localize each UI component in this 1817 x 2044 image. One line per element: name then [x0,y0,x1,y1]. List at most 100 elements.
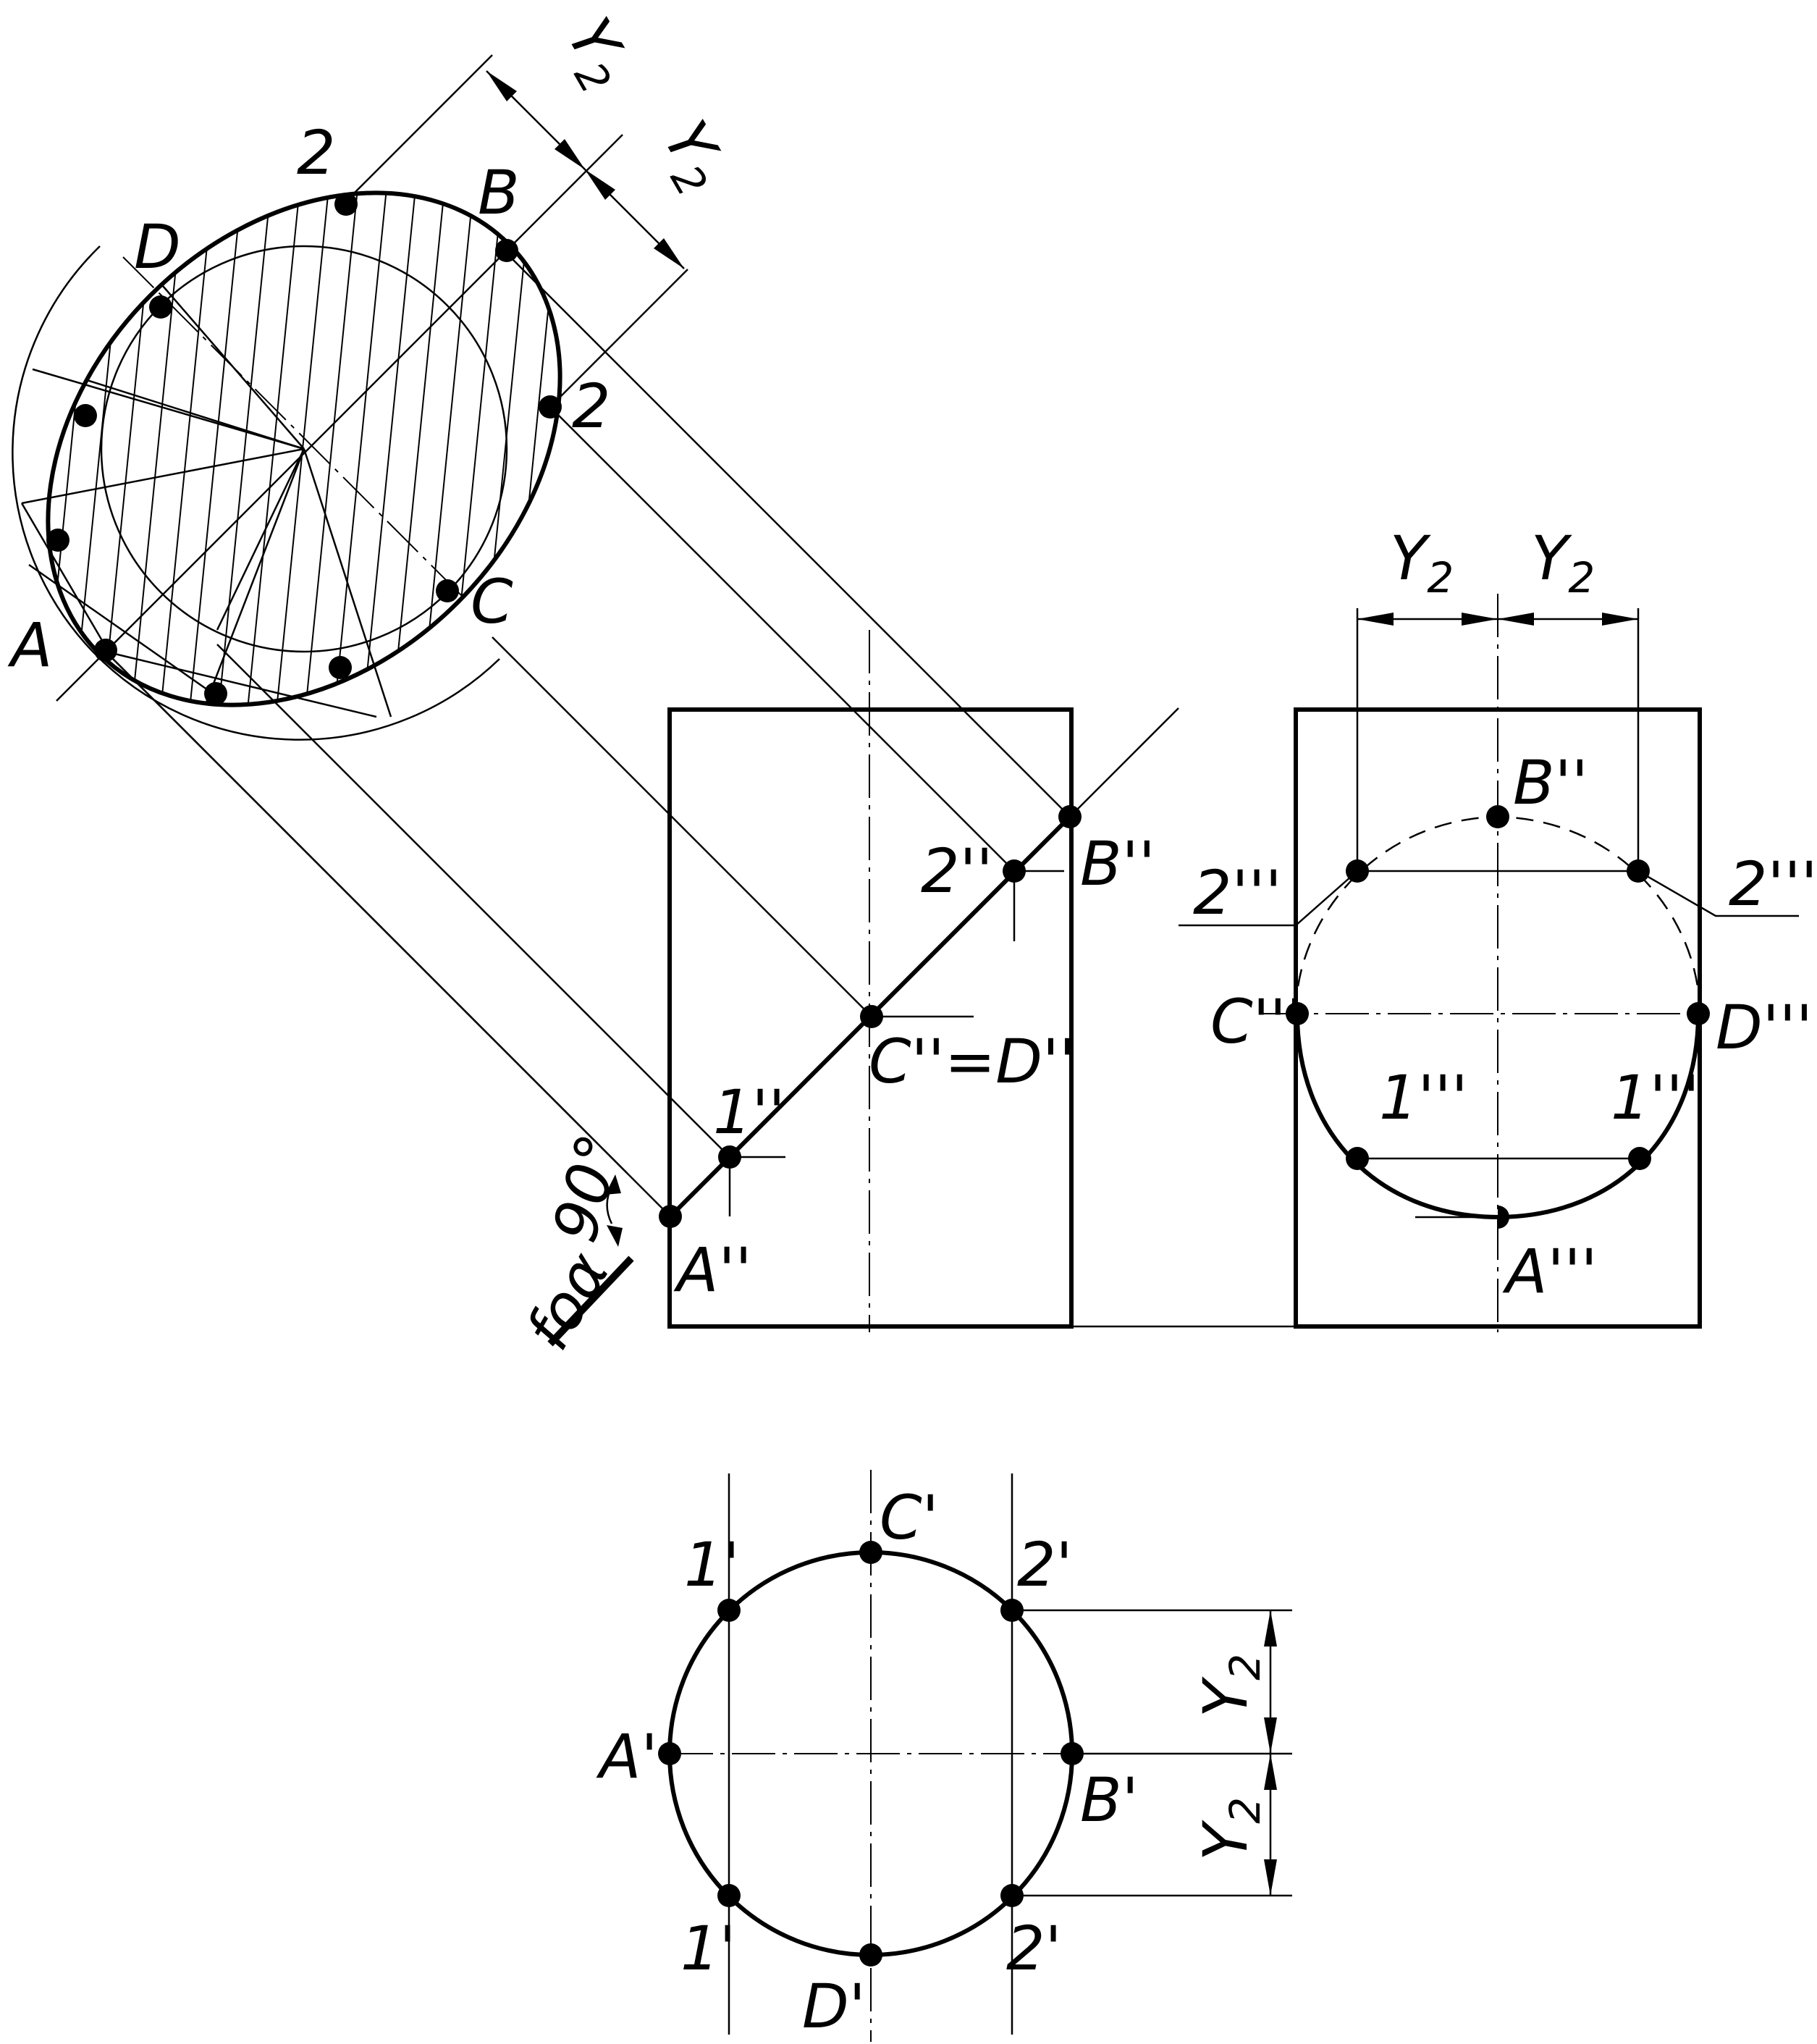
projection-line-2 [549,406,1015,872]
top-dim-y-upper: Y2 [1190,1654,1270,1717]
side-label-d: D''' [1716,992,1813,1063]
top-dim-y-lower: Y2 [1190,1797,1270,1861]
nat-label-d: D [134,211,181,282]
nat-dim-arrow-4 [654,238,684,269]
nat-point-a [94,639,117,662]
side-label-2-left: 2''' [1193,857,1282,928]
side-point-2-right [1627,859,1650,883]
nat-dim-y-lower: Y2 [642,109,743,204]
construction-line-ab [105,650,377,718]
side-point-a [1498,1206,1509,1229]
top-point-d [859,1943,882,1967]
nat-point-left-2 [46,529,69,552]
nat-point-d [149,295,172,319]
top-label-2-upper: 2' [1017,1529,1073,1600]
side-point-b [1486,805,1509,828]
section-hatching [0,144,594,725]
nat-point-c [436,579,459,602]
top-label-a: A' [596,1721,658,1792]
top-dim-arrow-2 [1264,1717,1277,1754]
leader-2-right [1637,870,1799,917]
side-dim-y-left: Y2 [1390,523,1454,602]
nat-point-left-1 [74,404,97,427]
front-view: B'' 2'' C''=D'' 1'' A'' [659,630,1296,1332]
side-point-1-right [1628,1147,1651,1170]
construction-arc [12,245,500,741]
side-point-d [1687,1002,1710,1025]
top-label-1-upper: 1' [684,1529,740,1600]
top-label-c: C' [880,1482,939,1553]
side-point-2-left [1346,859,1369,883]
front-label-b: B'' [1080,828,1155,899]
top-dim-arrow-3 [1264,1754,1277,1790]
nat-label-a: A [7,610,52,681]
nat-dim-y-upper: Y2 [546,7,646,101]
projection-line-1 [216,644,730,1158]
nat-dim-arrow-1 [486,71,517,101]
construction-line-a [20,502,110,652]
nat-point-bottom-1 [204,682,227,705]
nat-dim-ext-3 [549,269,688,408]
projection-line-a2 [105,651,628,1174]
top-label-b: B' [1080,1765,1139,1835]
nat-dim-arrow-2 [555,139,585,169]
top-point-2-lower [1000,1884,1024,1907]
nat-label-b: B [478,157,520,228]
construction-circle [100,245,508,653]
side-dim-arrow-3 [1498,613,1534,626]
section-major-axis [56,250,507,702]
top-label-2-lower: 2' [1006,1913,1062,1984]
nat-dim-ext-2 [506,134,623,251]
side-label-a: A''' [1502,1236,1598,1307]
nat-point-bottom-2 [329,656,352,679]
side-label-1-right: 1''' [1611,1062,1700,1133]
top-point-b [1061,1742,1084,1765]
top-label-d: D' [802,1971,866,2042]
front-label-a: A'' [673,1235,752,1305]
nat-point-b [495,239,518,262]
front-label-2: 2'' [921,836,993,907]
front-label-cd: C''=D'' [869,1026,1076,1097]
nat-point-2-right [539,395,562,419]
side-point-1-left [1346,1147,1369,1170]
cutting-plane-extension [1069,707,1179,817]
projection-line-b [506,253,1071,817]
nat-point-2-top [334,193,358,216]
top-point-2-upper [1000,1599,1024,1622]
front-label-1: 1'' [713,1077,785,1148]
side-dim-y-right: Y2 [1531,523,1595,602]
side-label-2-right: 2''' [1729,849,1817,920]
side-view: Y2 Y2 B'' 2''' 2''' C''' D''' 1''' 1''' … [1179,523,1817,1332]
plane-trace-label: foα [512,1240,623,1361]
top-point-1-upper [717,1599,741,1622]
top-point-1-lower [717,1884,741,1907]
side-label-1-left: 1''' [1379,1062,1468,1133]
true-size-section: Y2 Y2 [0,7,1071,1217]
section-minor-axis [122,256,464,598]
nat-label-2-right: 2 [572,371,610,442]
nat-dim-ext-1 [345,54,493,202]
top-point-c [859,1541,882,1564]
leader-2-left [1179,870,1358,927]
side-dim-arrow-4 [1602,613,1638,626]
nat-dim-arrow-3 [585,169,615,200]
front-view-frame [667,707,1074,1329]
construction-rays [21,285,392,718]
plane-trace [547,1256,634,1347]
projection-line-cd [492,636,872,1017]
top-dim-arrow-1 [1264,1610,1277,1646]
side-label-b: B'' [1513,747,1588,818]
side-label-c: C''' [1210,986,1303,1057]
right-angle-arrow-down [607,1225,623,1247]
right-angle-arrow-up [605,1174,621,1195]
top-point-a [658,1742,681,1765]
top-dim-arrow-4 [1264,1859,1277,1896]
nat-label-2-top: 2 [297,117,335,188]
top-label-1-lower: 1' [680,1913,736,1984]
side-dim-arrow-2 [1462,613,1498,626]
top-view: Y2 Y2 C' 1' 2' A' B' 1' 2' D' [596,1470,1292,2042]
side-point-c [1286,1002,1309,1025]
side-dim-arrow-1 [1357,613,1394,626]
nat-label-c: C [471,566,513,637]
